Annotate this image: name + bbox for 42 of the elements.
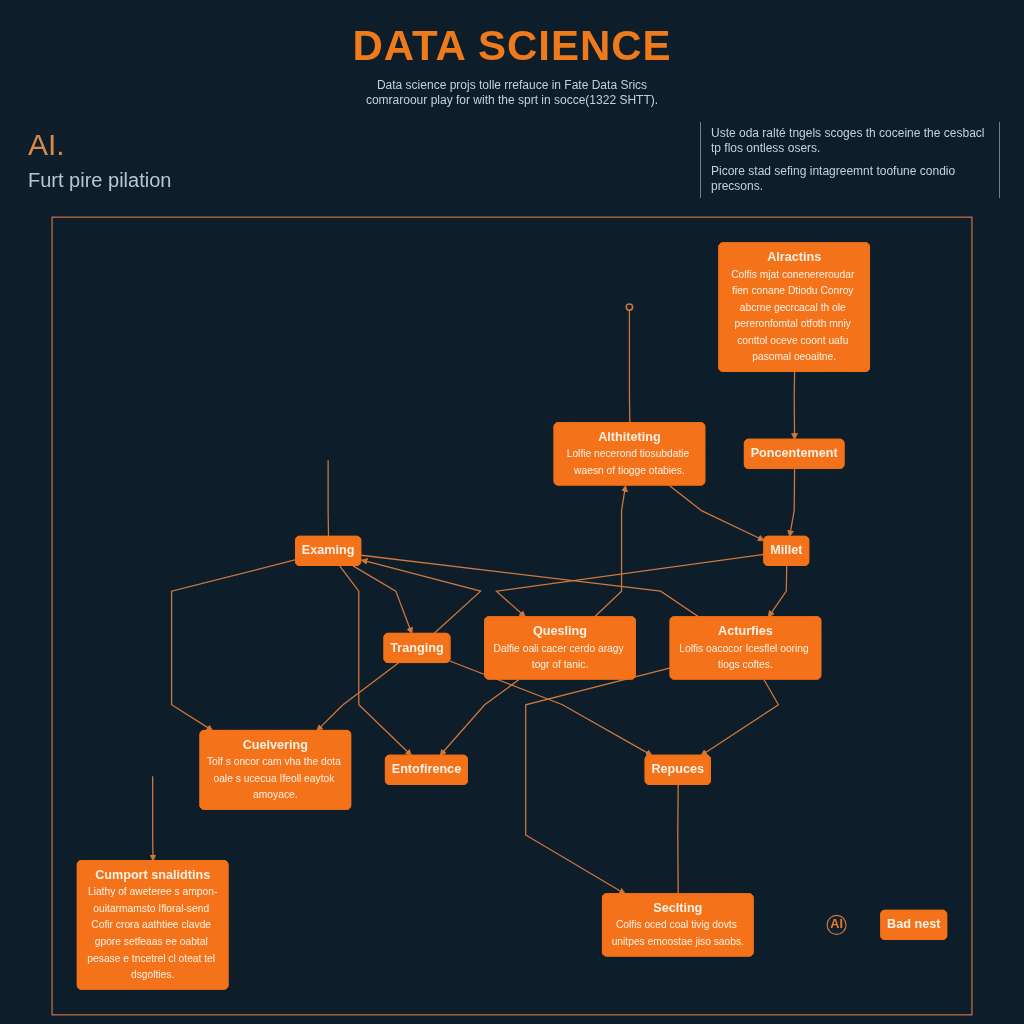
arrow	[449, 660, 653, 756]
process-box: Examing	[295, 535, 362, 566]
subtitle-text: Data science projs tolle rrefauce in Fate Data Srics comraroour play for with the sprt in socce(1322 SHTT).	[364, 78, 660, 108]
arrow	[525, 667, 672, 895]
process-box: Acturfies Lolfis oacocor Icesflel ooring tiogs coftes.	[669, 616, 822, 680]
connector-line	[628, 309, 631, 424]
arrow	[700, 678, 780, 756]
arrow	[668, 484, 765, 542]
small-ring	[625, 303, 634, 312]
note-text: Picore stad sefing intagreemnt toofune condio precsons.	[711, 164, 957, 194]
process-box: Bad nest	[880, 909, 948, 940]
arrow	[360, 558, 482, 635]
arrow	[787, 468, 796, 537]
process-box: Seclting Colfis oced coal tivig dovts unitpes emoostae jiso saobs.	[602, 893, 754, 957]
title: DATA SCIENCE	[352, 22, 672, 69]
process-box: Millet	[763, 535, 810, 566]
process-box: Cuelvering Tolf s oncor cam vha the dota oale s ucecua Ifeoll eaytok amoyace.	[199, 730, 352, 810]
arrow	[339, 565, 412, 756]
process-box: Repuces	[644, 754, 711, 785]
arrow	[791, 371, 798, 440]
connector-line	[360, 554, 700, 618]
arrow	[494, 553, 765, 618]
process-box: Poncentement	[744, 438, 845, 469]
process-box: Quesling Dalfie oali cacer cerdo aragy togr of tanic.	[484, 616, 636, 680]
note-text: Uste oda ralté tngels scoges th coceine the cesbacl tp flos ontless osers.	[711, 126, 986, 156]
process-box: Cumport snalidtins Liathy of aweteree s ampon-ouitarmamsto Ifloral-send Cofir crora aathtiee clavde gpore setfeaas ee oabtal pesase e tncetrel cl oteat tel dsgolties.	[76, 860, 229, 990]
process-box: Tranging	[383, 632, 451, 663]
process-box: Althiteting Lolfie necerond tiosubdatie waesn of tiogge otabies.	[553, 422, 706, 486]
arrow	[352, 565, 413, 635]
arrow	[593, 485, 628, 618]
circle-node: AI	[826, 914, 847, 935]
heading-text: AI.	[28, 128, 65, 162]
arrow	[170, 559, 297, 732]
connector-line	[327, 459, 330, 538]
arrow	[149, 775, 157, 862]
process-box: Entofirence	[385, 754, 468, 785]
connector-line	[677, 784, 679, 895]
arrow	[316, 662, 399, 732]
arrow	[439, 678, 520, 756]
heading-text: Furt pire pilation	[28, 168, 172, 192]
process-box: Alractins Colfis mjat conenereroudar fien conane Dtiodu Conroy abcrne gecrcacal th ole pereronfomtal otfoth mniy conttol oceve coont uafu pasomal oeoaitne.	[718, 242, 870, 372]
arrow	[767, 565, 788, 618]
